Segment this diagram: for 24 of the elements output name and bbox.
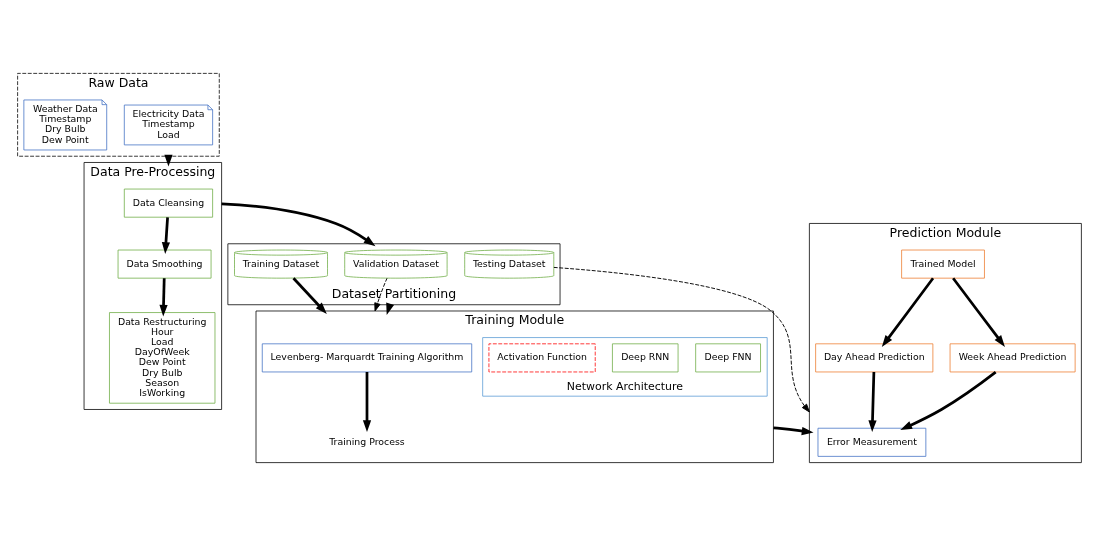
arrow xyxy=(868,371,877,432)
node-box: Week Ahead Prediction xyxy=(949,342,1076,372)
node-box: Trained Model xyxy=(901,249,985,279)
arrow xyxy=(362,371,372,432)
arrow xyxy=(292,276,327,314)
node-box: Data Restructuring Hour Load DayOfWeek Dew Point Dry Bulb Season IsWorking xyxy=(109,311,216,404)
node-box: Day Ahead Prediction xyxy=(815,342,934,372)
node-box: Data Smoothing xyxy=(117,249,212,279)
node-box: Deep RNN xyxy=(612,342,679,372)
arrow xyxy=(374,277,388,311)
node-text: Training Process xyxy=(329,435,405,447)
arrow xyxy=(952,276,1005,347)
arrow xyxy=(900,370,997,430)
node-box: Error Measurement xyxy=(817,427,927,457)
node-box: Activation Function xyxy=(488,342,596,372)
arrow xyxy=(161,216,171,254)
arrow xyxy=(553,266,810,412)
arrow xyxy=(881,276,935,347)
arrow xyxy=(221,202,376,246)
node-box: Data Cleansing xyxy=(123,188,213,218)
node-box: Deep FNN xyxy=(695,342,761,372)
arrow xyxy=(773,425,814,435)
node-box: Levenberg- Marquardt Training Algorithm xyxy=(261,342,473,372)
arrow xyxy=(159,277,168,317)
